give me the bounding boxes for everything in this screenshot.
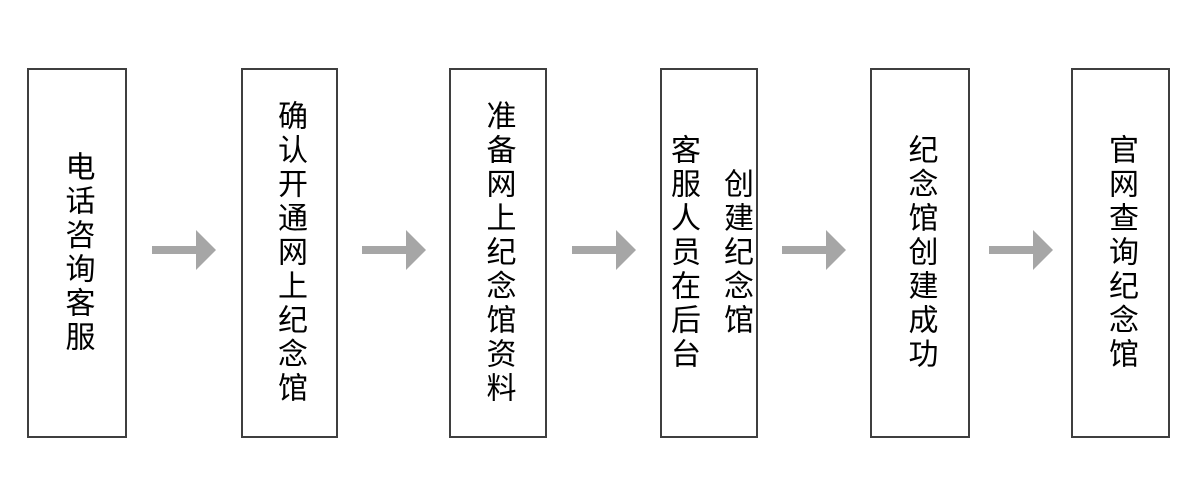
step-1-label: 电话咨询客服: [59, 151, 95, 355]
arrow-right-icon: [782, 230, 846, 270]
flow-step-query-official-site: 官网查询纪念馆: [1071, 68, 1170, 438]
step-2-label: 确认开通网上纪念馆: [272, 100, 307, 406]
flow-step-confirm-open: 确认开通网上纪念馆: [241, 68, 338, 438]
flow-step-create-success: 纪念馆创建成功: [870, 68, 970, 438]
step-4-label-line-2: 创建纪念馆: [718, 168, 753, 338]
step-5-label: 纪念馆创建成功: [902, 134, 938, 372]
step-3-label: 准备网上纪念馆资料: [480, 100, 516, 406]
arrow-right-icon: [572, 230, 636, 270]
arrow-right-icon: [152, 230, 216, 270]
flow-step-backend-create: 客服人员在后台 创建纪念馆: [660, 68, 758, 438]
arrow-right-icon: [362, 230, 426, 270]
arrow-right-icon: [989, 230, 1053, 270]
step-6-label: 官网查询纪念馆: [1103, 134, 1138, 372]
flow-step-prepare-materials: 准备网上纪念馆资料: [449, 68, 547, 438]
step-4-label-line-1: 客服人员在后台: [665, 134, 700, 372]
flow-step-phone-consult: 电话咨询客服: [27, 68, 127, 438]
